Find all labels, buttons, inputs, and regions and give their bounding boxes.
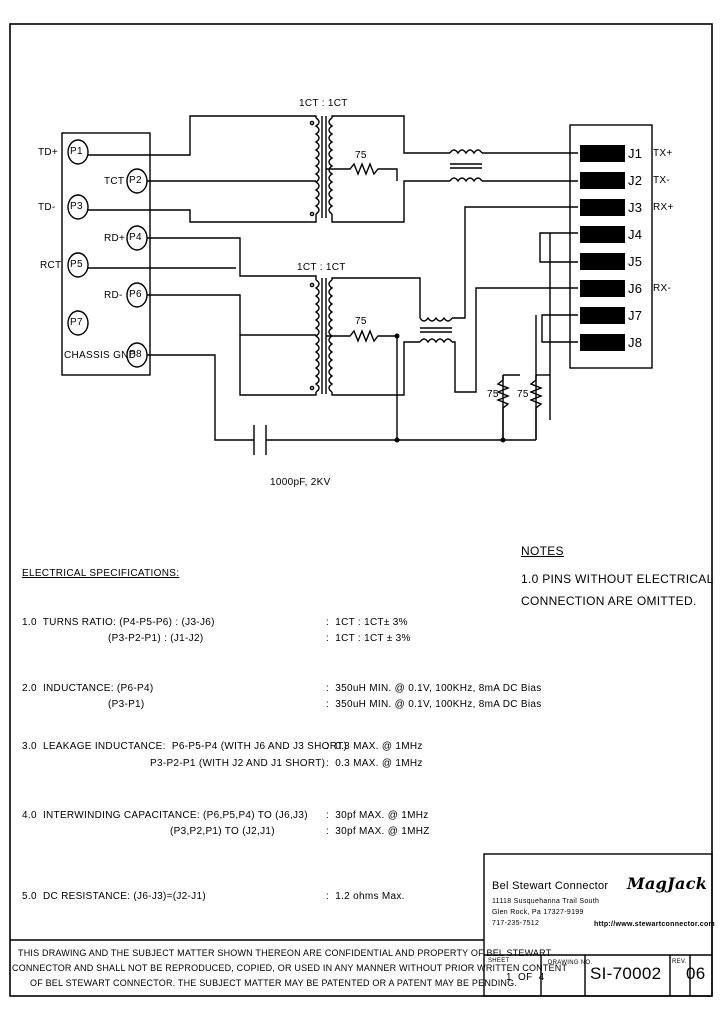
spec-row-4-label-1: 4.0 INTERWINDING CAPACITANCE: (P6,P5,P4)… xyxy=(22,810,308,821)
spec-row-2-value-2: : 350uH MIN. @ 0.1V, 100KHz, 8mA DC Bias xyxy=(326,699,542,710)
specs-title: ELECTRICAL SPECIFICATIONS: xyxy=(22,568,180,579)
spec-row-1-label-1: 1.0 TURNS RATIO: (P4-P5-P6) : (J3-J6) xyxy=(22,617,215,628)
pin-label-p3: P3 xyxy=(70,201,83,212)
pin-label-p4: P4 xyxy=(129,232,142,243)
resistor-top-value: 75 xyxy=(355,150,367,161)
rev-label: REV. xyxy=(672,959,687,965)
choke-top xyxy=(449,149,483,183)
resistor-left-value: 75 xyxy=(487,389,499,400)
company-address-1: 11118 Susquehanna Trail South xyxy=(492,898,600,905)
transformer-top-ratio: 1CT : 1CT xyxy=(299,98,348,109)
signal-tx-minus: TX- xyxy=(653,175,671,186)
signal-rx-minus: RX- xyxy=(653,283,672,294)
jack-label-j5: J5 xyxy=(628,254,643,269)
sheet-label: SHEET xyxy=(488,958,510,964)
transformer-top xyxy=(309,116,334,218)
spec-row-4-value-1: : 30pf MAX. @ 1MHz xyxy=(326,810,429,821)
signal-rx-plus: RX+ xyxy=(653,202,674,213)
spec-row-2-label-1: 2.0 INDUCTANCE: (P6-P4) xyxy=(22,683,154,694)
pin-circles xyxy=(67,139,148,368)
jack-label-j6: J6 xyxy=(628,281,643,296)
spec-row-1-label-2: (P3-P2-P1) : (J1-J2) xyxy=(108,633,204,644)
title-block xyxy=(483,853,713,997)
spec-row-1-value-1: : 1CT : 1CT± 3% xyxy=(326,617,408,628)
spec-row-2-value-1: : 350uH MIN. @ 0.1V, 100KHz, 8mA DC Bias xyxy=(326,683,542,694)
signal-td-plus: TD+ xyxy=(38,147,59,158)
transformer-bottom-ratio: 1CT : 1CT xyxy=(297,262,346,273)
jack-label-j1: J1 xyxy=(628,146,643,161)
signal-chassis-gnd: CHASSIS GND xyxy=(64,350,137,361)
confidential-line-3: OF BEL STEWART CONNECTOR. THE SUBJECT MA… xyxy=(30,978,518,988)
capacitor-value: 1000pF, 2KV xyxy=(270,477,331,488)
company-name: Bel Stewart Connector xyxy=(492,880,609,892)
jack-label-j4: J4 xyxy=(628,227,643,242)
company-address-2: Glen Rock, Pa 17327-9199 xyxy=(492,909,584,916)
signal-td-minus: TD- xyxy=(38,202,56,213)
pin-label-p6: P6 xyxy=(129,289,142,300)
spec-row-4-value-2: : 30pf MAX. @ 1MHZ xyxy=(326,826,430,837)
spec-row-3-label-2: P3-P2-P1 (WITH J2 AND J1 SHORT) xyxy=(150,758,326,769)
spec-row-2-label-2: (P3-P1) xyxy=(108,699,145,710)
jack-label-j8: J8 xyxy=(628,335,643,350)
confidential-line-2: CONNECTOR AND SHALL NOT BE REPRODUCED, C… xyxy=(12,963,568,973)
pin-label-p7: P7 xyxy=(70,317,83,328)
pin-label-p8: P8 xyxy=(129,349,142,360)
signal-rct: RCT xyxy=(40,260,62,271)
jack-pin-bars xyxy=(580,145,625,351)
spec-row-5-value-1: : 1.2 ohms Max. xyxy=(326,891,405,902)
notes-line-2: CONNECTION ARE OMITTED. xyxy=(521,594,697,608)
spec-row-1-value-2: : 1CT : 1CT ± 3% xyxy=(326,633,411,644)
notes-line-1: 1.0 PINS WITHOUT ELECTRICAL xyxy=(521,572,714,586)
jack-label-j2: J2 xyxy=(628,173,643,188)
company-url: http://www.stewartconnector.com xyxy=(594,921,716,928)
spec-row-5-label-1: 5.0 DC RESISTANCE: (J6-J3)=(J2-J1) xyxy=(22,891,206,902)
magjack-logo: MagJack xyxy=(627,874,708,893)
jack-label-j3: J3 xyxy=(628,200,643,215)
company-phone: 717-235-7512 xyxy=(492,920,540,927)
rev-value: 06 xyxy=(686,964,706,983)
pin-label-p5: P5 xyxy=(70,259,83,270)
signal-tct: TCT xyxy=(104,176,125,187)
pin-label-p1: P1 xyxy=(70,146,83,157)
notes-title: NOTES xyxy=(521,544,564,558)
confidential-line-1: THIS DRAWING AND THE SUBJECT MATTER SHOW… xyxy=(18,948,552,958)
sheet-value: 1 OF 4 xyxy=(506,972,545,983)
spec-row-3-value-2: : 0.3 MAX. @ 1MHz xyxy=(326,758,423,769)
pin-label-p2: P2 xyxy=(129,175,142,186)
resistor-mid-value: 75 xyxy=(355,316,367,327)
jack-label-j7: J7 xyxy=(628,308,643,323)
spec-row-3-value-1: : 0.3 MAX. @ 1MHz xyxy=(326,741,423,752)
spec-row-4-label-2: (P3,P2,P1) TO (J2,J1) xyxy=(170,826,275,837)
choke-bottom xyxy=(419,316,453,344)
signal-rd-plus: RD+ xyxy=(104,233,126,244)
sheet-border xyxy=(9,23,713,997)
signal-tx-plus: TX+ xyxy=(653,148,673,159)
drawing-number: SI-70002 xyxy=(590,964,662,983)
rj45-pin-block xyxy=(61,132,151,376)
drawing-no-label: DRAWING NO. xyxy=(548,960,593,966)
spec-row-3-label-1: 3.0 LEAKAGE INDUCTANCE: P6-P5-P4 (WITH J… xyxy=(22,741,348,752)
signal-rd-minus: RD- xyxy=(104,290,123,301)
resistor-right-value: 75 xyxy=(517,389,529,400)
jack-block xyxy=(569,124,653,369)
